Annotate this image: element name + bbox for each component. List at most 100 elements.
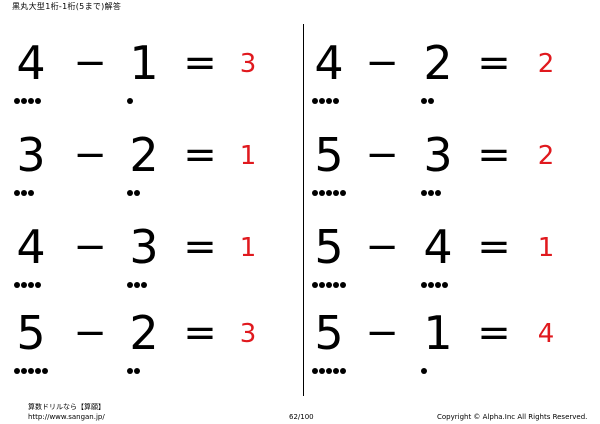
problem-5: 4 − 2 = 2 [312, 36, 582, 106]
minuend-digit: 4 [16, 220, 46, 274]
footer-brand: 算数ドリルなら【算願】 [28, 403, 105, 411]
answer: 2 [537, 49, 555, 79]
count-dot [421, 98, 427, 104]
count-dot [312, 98, 318, 104]
count-dot [14, 368, 20, 374]
subtrahend: 3 [421, 128, 455, 198]
count-dot [333, 98, 339, 104]
answer: 1 [239, 141, 257, 171]
count-dot [35, 368, 41, 374]
count-dot [428, 190, 434, 196]
minuend-digit: 5 [314, 306, 344, 360]
count-dot [134, 368, 140, 374]
problem-6: 5 − 3 = 2 [312, 128, 582, 198]
count-dot [42, 368, 48, 374]
problem-8: 5 − 1 = 4 [312, 306, 582, 376]
answer: 1 [537, 233, 555, 263]
subtrahend-digit: 3 [423, 128, 453, 182]
count-dot [312, 282, 318, 288]
count-dot [134, 282, 140, 288]
count-dot [319, 368, 325, 374]
minuend-digit: 4 [314, 36, 344, 90]
count-dot [21, 190, 27, 196]
subtrahend: 2 [127, 306, 161, 376]
minuend-dots [312, 89, 340, 104]
answer: 3 [239, 319, 257, 349]
answer: 3 [239, 49, 257, 79]
count-dot [21, 368, 27, 374]
count-dot [127, 282, 133, 288]
minuend-dots [14, 273, 42, 288]
minus-sign: − [73, 132, 107, 178]
count-dot [442, 282, 448, 288]
subtrahend-digit: 2 [423, 36, 453, 90]
count-dot [14, 98, 20, 104]
count-dot [127, 190, 133, 196]
minuend-dots [14, 181, 35, 196]
equals-sign: = [183, 224, 217, 270]
minuend: 4 [312, 36, 346, 106]
count-dot [127, 98, 133, 104]
count-dot [333, 368, 339, 374]
count-dot [28, 368, 34, 374]
subtrahend: 4 [421, 220, 455, 290]
footer-url[interactable]: http://www.sangan.jp/ [28, 413, 105, 421]
subtrahend-digit: 4 [423, 220, 453, 274]
answer: 4 [537, 319, 555, 349]
subtrahend-dots [421, 273, 449, 288]
count-dot [421, 368, 427, 374]
count-dot [326, 368, 332, 374]
count-dot [435, 282, 441, 288]
count-dot [333, 282, 339, 288]
problem-2: 3 − 2 = 1 [14, 128, 284, 198]
equals-sign: = [477, 224, 511, 270]
equals-sign: = [477, 132, 511, 178]
minus-sign: − [365, 310, 399, 356]
count-dot [21, 282, 27, 288]
equals-sign: = [183, 132, 217, 178]
count-dot [28, 98, 34, 104]
count-dot [428, 98, 434, 104]
minuend-dots [312, 181, 347, 196]
subtrahend-digit: 3 [129, 220, 159, 274]
equals-sign: = [183, 310, 217, 356]
subtrahend-dots [421, 181, 442, 196]
minuend-dots [312, 273, 347, 288]
subtrahend-dots [127, 89, 134, 104]
page-title: 黒丸大型1桁-1桁(5まで)解答 [12, 2, 122, 11]
subtrahend-dots [421, 359, 428, 374]
count-dot [421, 282, 427, 288]
subtrahend-digit: 1 [129, 36, 159, 90]
subtrahend-dots [127, 181, 141, 196]
minuend-dots [14, 89, 42, 104]
problem-4: 5 − 2 = 3 [14, 306, 284, 376]
equals-sign: = [183, 40, 217, 86]
footer-copyright: Copyright © Alpha.Inc All Rights Reserve… [437, 413, 588, 421]
minus-sign: − [73, 310, 107, 356]
count-dot [421, 190, 427, 196]
problem-3: 4 − 3 = 1 [14, 220, 284, 290]
count-dot [14, 190, 20, 196]
count-dot [28, 190, 34, 196]
answer: 2 [537, 141, 555, 171]
minuend: 3 [14, 128, 48, 198]
count-dot [319, 282, 325, 288]
subtrahend: 1 [421, 306, 455, 376]
minuend-dots [14, 359, 49, 374]
subtrahend: 1 [127, 36, 161, 106]
count-dot [340, 190, 346, 196]
subtrahend-dots [127, 273, 148, 288]
subtrahend: 2 [127, 128, 161, 198]
minuend: 4 [14, 36, 48, 106]
minuend: 5 [312, 220, 346, 290]
minuend: 5 [14, 306, 48, 376]
minuend-digit: 3 [16, 128, 46, 182]
equals-sign: = [477, 40, 511, 86]
count-dot [312, 368, 318, 374]
count-dot [435, 190, 441, 196]
count-dot [428, 282, 434, 288]
count-dot [333, 190, 339, 196]
minuend: 4 [14, 220, 48, 290]
subtrahend: 3 [127, 220, 161, 290]
subtrahend-dots [127, 359, 141, 374]
